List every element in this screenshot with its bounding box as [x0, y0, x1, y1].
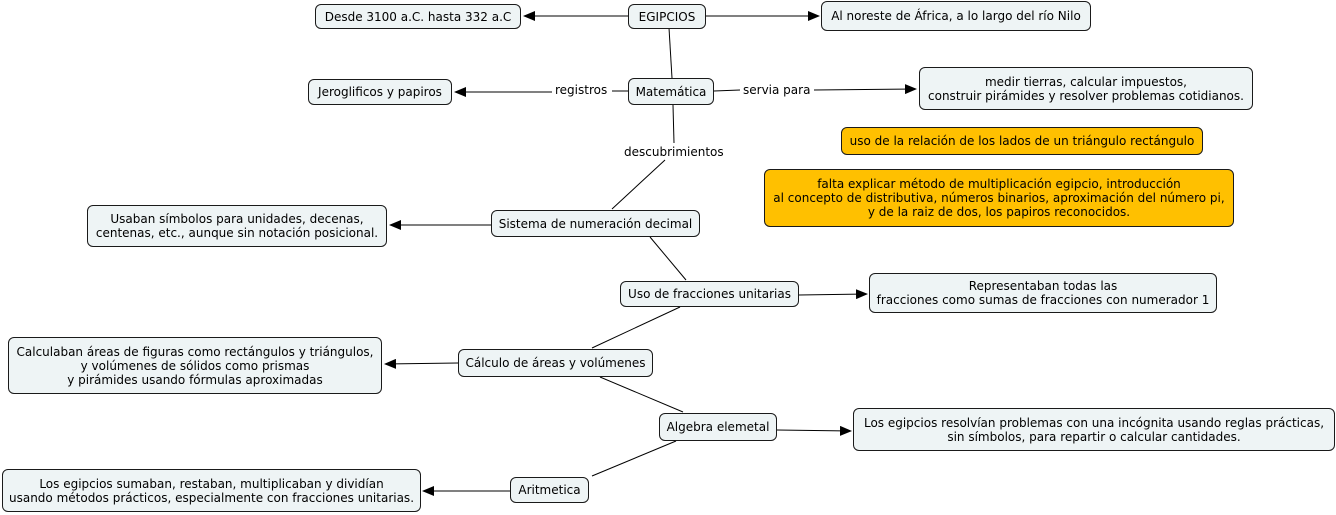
label-descubrimientos: descubrimientos: [621, 145, 727, 159]
node-triangulo[interactable]: uso de la relación de los lados de un tr…: [841, 127, 1203, 155]
node-ubicacion[interactable]: Al noreste de África, a lo largo del río…: [821, 1, 1091, 31]
node-matematica[interactable]: Matemática: [628, 78, 714, 105]
link-calculo-algebra: [599, 376, 684, 413]
label-servia-para: servia para: [740, 83, 814, 97]
node-algebra[interactable]: Algebra elemetal: [659, 413, 777, 441]
label-registros: registros: [552, 83, 611, 97]
link-egipcios-matematica: [668, 27, 673, 79]
link-matematica-descubrimientos: [672, 104, 675, 144]
node-egipcios[interactable]: EGIPCIOS: [628, 4, 706, 29]
node-sumaban[interactable]: Los egipcios sumaban, restaban, multipli…: [2, 469, 421, 512]
link-fracciones-calculo: [591, 306, 681, 349]
link-sistema-fracciones: [649, 236, 687, 281]
node-sistema[interactable]: Sistema de numeración decimal: [491, 210, 700, 237]
link-algebra-aritmetica: [591, 440, 677, 477]
link-calculo-calculaban: [384, 358, 459, 369]
node-aritmetica[interactable]: Aritmetica: [510, 477, 589, 503]
node-fracciones[interactable]: Uso de fracciones unitarias: [620, 281, 799, 307]
link-servia-medir: [813, 84, 917, 95]
node-representaban[interactable]: Representaban todas las fracciones como …: [869, 273, 1217, 313]
node-simbolos[interactable]: Usaban símbolos para unidades, decenas, …: [87, 205, 387, 247]
node-resolvian[interactable]: Los egipcios resolvían problemas con una…: [853, 408, 1335, 451]
node-calculaban[interactable]: Calculaban áreas de figuras como rectáng…: [8, 337, 382, 394]
node-falta[interactable]: falta explicar método de multiplicación …: [764, 169, 1234, 227]
link-fracciones-representaban: [798, 289, 868, 300]
link-descubrimientos-sistema: [611, 159, 666, 210]
link-matematica-servia: [713, 89, 741, 92]
node-jeroglificos[interactable]: Jeroglificos y papiros: [308, 79, 452, 105]
node-fecha[interactable]: Desde 3100 a.C. hasta 332 a.C: [315, 4, 521, 29]
node-calculo[interactable]: Cálculo de áreas y volúmenes: [458, 349, 653, 377]
node-medir[interactable]: medir tierras, calcular impuestos, const…: [919, 67, 1253, 110]
link-algebra-resolvian: [776, 425, 852, 436]
